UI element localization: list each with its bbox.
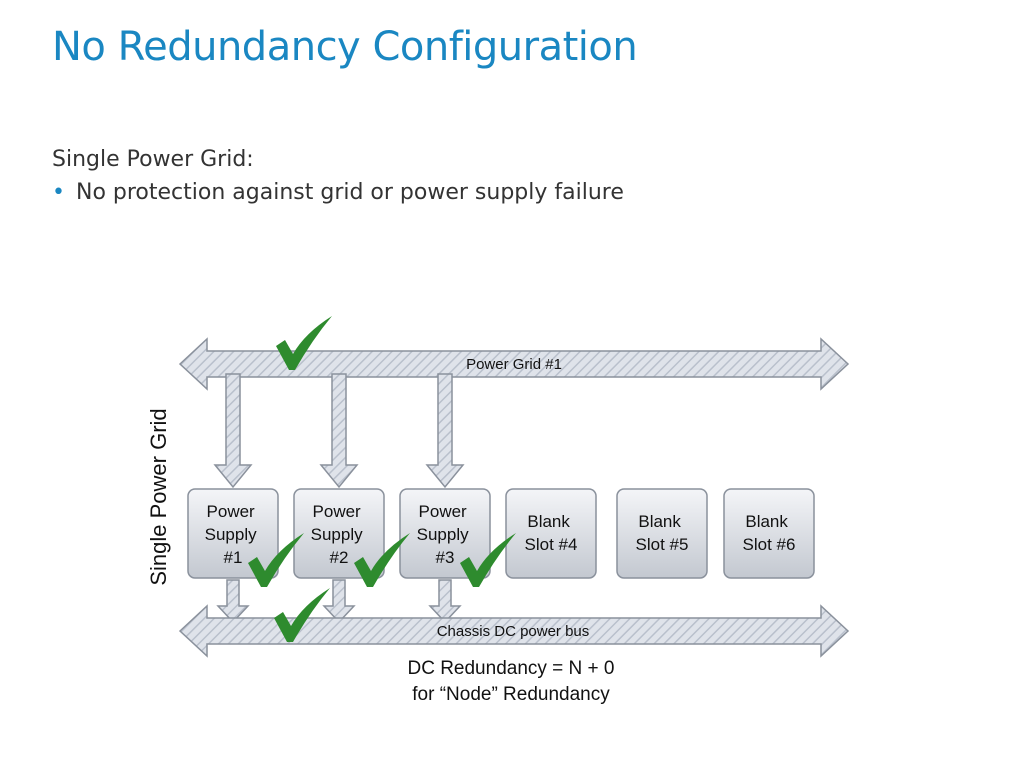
slot-label-line: #1: [224, 548, 243, 567]
bullet-icon: •: [52, 180, 65, 205]
bus-down-arrow-3: [428, 579, 462, 624]
power-grid-arrow: [178, 337, 850, 391]
checkmark-icon: [460, 533, 516, 587]
slot-label-line: Blank: [745, 512, 788, 531]
checkmark-icon: [248, 533, 304, 587]
slide-title: No Redundancy Configuration: [52, 24, 638, 70]
slot-label-line: Power: [207, 502, 256, 521]
side-label: Single Power Grid: [146, 408, 171, 585]
checkmark-icon: [354, 533, 410, 587]
bullet-text: No protection against grid or power supp…: [76, 180, 624, 205]
grid-down-arrow-1: [213, 373, 253, 489]
slot-blank-4: Blank Slot #4: [505, 488, 597, 579]
slot-label-line: Slot #5: [636, 535, 689, 554]
redundancy-caption-line1: DC Redundancy = N + 0: [407, 658, 614, 679]
subheading: Single Power Grid:: [52, 147, 254, 172]
checkmark-icon: [276, 316, 332, 370]
bus-down-arrow-1: [216, 579, 250, 624]
slot-label-line: Supply: [311, 525, 363, 544]
bus-down-arrow-2: [322, 579, 356, 624]
slot-blank-5: Blank Slot #5: [616, 488, 708, 579]
svg-text:Blank Slot #5: Blank Slot #5: [636, 512, 689, 554]
slot-label-line: Blank: [638, 512, 681, 531]
slot-power-supply-1: Power Supply #1: [187, 488, 279, 579]
svg-text:Power Supply #1: Power Supply #1: [205, 502, 262, 567]
redundancy-caption-line2: for “Node” Redundancy: [412, 684, 610, 705]
slot-label-line: Power: [313, 502, 362, 521]
bullet-list: • No protection against grid or power su…: [52, 180, 624, 205]
svg-text:Power Supply #2: Power Supply #2: [311, 502, 368, 567]
power-grid-label: Power Grid #1: [466, 356, 562, 373]
slot-label-line: Power: [419, 502, 468, 521]
slot-label-line: Supply: [205, 525, 257, 544]
bullet-item: • No protection against grid or power su…: [52, 180, 624, 205]
slot-label-line: Slot #6: [743, 535, 796, 554]
slot-power-supply-2: Power Supply #2: [293, 488, 385, 579]
checkmark-icon: [274, 588, 330, 642]
slot-label-line: Blank: [527, 512, 570, 531]
grid-down-arrow-3: [425, 373, 465, 489]
grid-down-arrow-2: [319, 373, 359, 489]
svg-text:Power Supply #3: Power Supply #3: [417, 502, 474, 567]
slot-power-supply-3: Power Supply #3: [399, 488, 491, 579]
svg-text:Blank Slot #4: Blank Slot #4: [525, 512, 578, 554]
dc-power-bus-label: Chassis DC power bus: [437, 623, 590, 640]
slot-label-line: #2: [330, 548, 349, 567]
slot-label-line: #3: [436, 548, 455, 567]
svg-text:Blank Slot #6: Blank Slot #6: [743, 512, 796, 554]
dc-power-bus-arrow: [178, 604, 850, 658]
slot-label-line: Supply: [417, 525, 469, 544]
slot-blank-6: Blank Slot #6: [723, 488, 815, 579]
slot-label-line: Slot #4: [525, 535, 578, 554]
